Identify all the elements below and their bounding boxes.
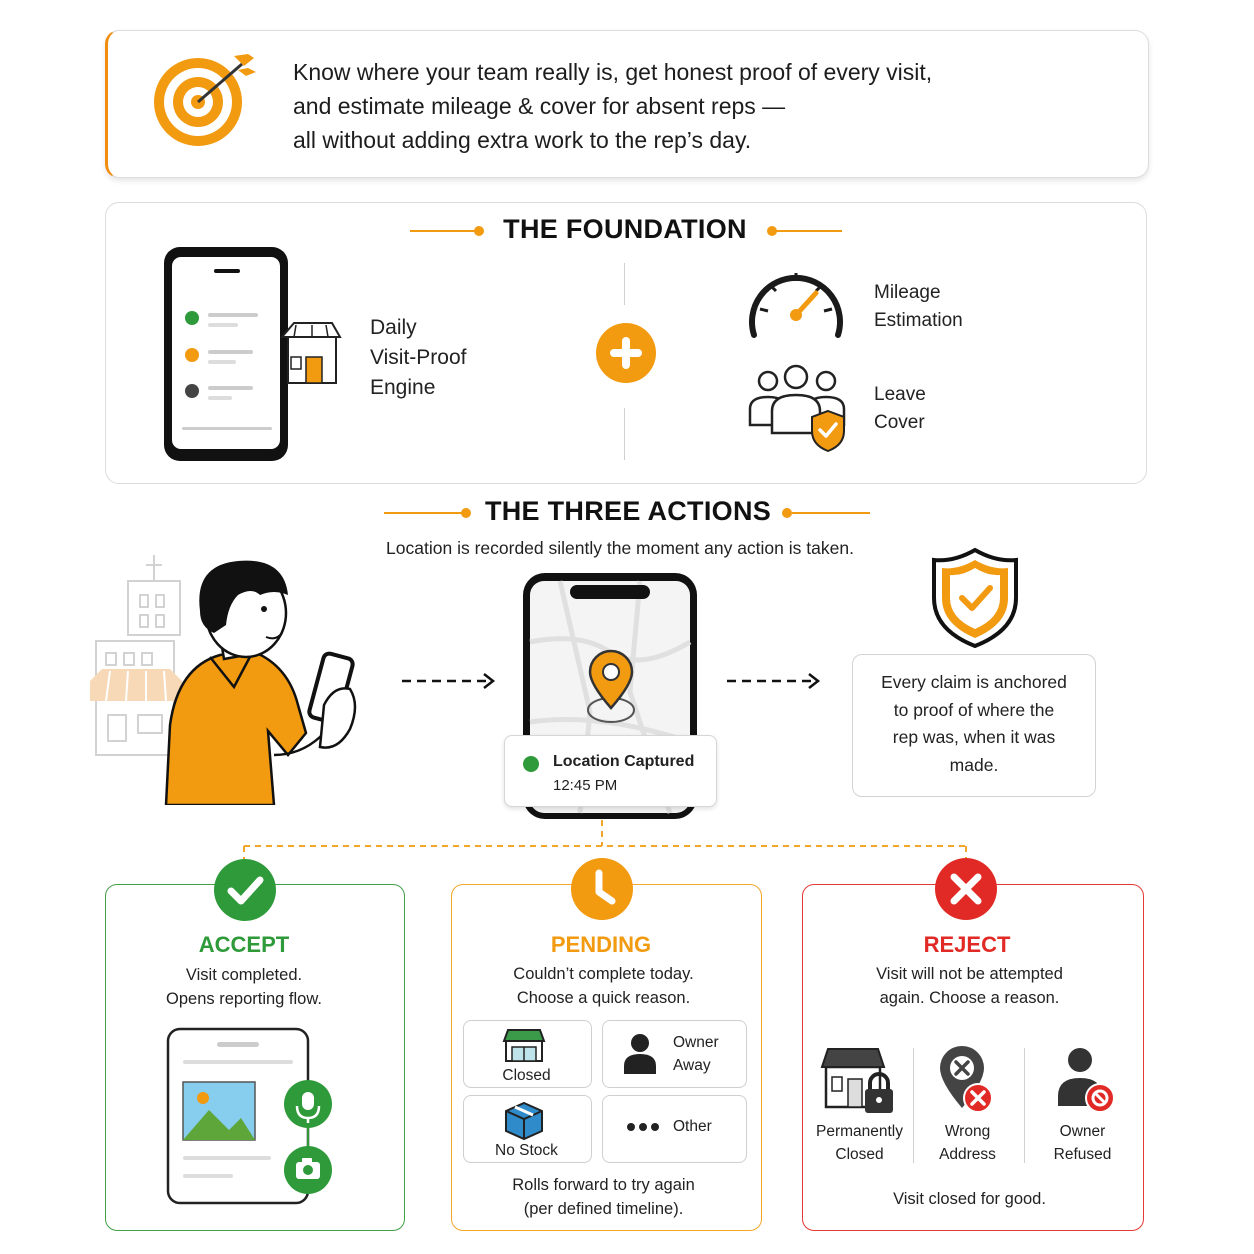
flow-arrow [402, 673, 496, 689]
claim-line: made. [949, 754, 999, 775]
owner-away-line: Away [673, 1057, 711, 1074]
person-icon [624, 1034, 656, 1074]
wrong-address-line: Wrong [944, 1123, 991, 1140]
engine-label-line: Engine [370, 376, 436, 399]
owner-away-line: Owner [673, 1034, 719, 1051]
team-shield-icon [748, 364, 846, 453]
reject-footer: Visit closed for good. [893, 1190, 1046, 1208]
claim-line: Every claim is anchored [881, 672, 1067, 692]
reject-title: REJECT [923, 932, 1011, 957]
clock-icon [571, 858, 633, 920]
x-circle-icon [935, 858, 997, 920]
title-line-left [410, 226, 484, 236]
accept-desc-line: Opens reporting flow. [166, 990, 322, 1008]
reason-no-stock-label: No Stock [495, 1142, 558, 1159]
pending-footer-line: (per defined timeline). [523, 1200, 684, 1218]
accept-desc-line: Visit completed. [185, 966, 303, 984]
engine-label: Daily Visit-Proof Engine [370, 313, 466, 403]
phone-list-icon [164, 247, 342, 461]
mileage-label: Mileage Estimation [874, 279, 963, 335]
closed-store-icon [502, 1029, 546, 1062]
owner-refused-icon [1058, 1048, 1115, 1113]
pending-desc-line: Couldn’t complete today. [513, 965, 694, 983]
hero-text: Know where your team really is, get hone… [293, 55, 1093, 157]
foundation-title: THE FOUNDATION [503, 214, 747, 244]
plus-icon [596, 323, 656, 383]
title-line-left [384, 508, 471, 518]
leave-label-line: Cover [874, 412, 925, 433]
pending-title: PENDING [550, 932, 652, 957]
location-label: Location Captured [553, 753, 695, 770]
claim-card [852, 654, 1096, 797]
reason-closed-label: Closed [502, 1067, 551, 1084]
more-icon [627, 1123, 659, 1131]
pending-footer: Rolls forward to try again (per defined … [451, 1173, 756, 1221]
check-circle-icon [214, 859, 276, 921]
actions-subtitle: Location is recorded silently the moment… [386, 538, 854, 558]
reason-wrong-address-label: Wrong Address [920, 1120, 1015, 1166]
flow-arrow [727, 673, 821, 689]
location-captured-card: Location Captured 12:45 PM [504, 735, 717, 807]
hero-line-1: Know where your team really is, get hone… [293, 59, 933, 85]
reason-owner-away-label: Owner Away [673, 1031, 719, 1077]
hero-banner [105, 30, 1149, 178]
perm-closed-line: Closed [835, 1146, 884, 1163]
pending-desc-line: Choose a quick reason. [516, 989, 691, 1007]
title-line-right [767, 226, 842, 236]
status-dot [523, 756, 539, 772]
divider-top [624, 263, 625, 305]
target-icon [154, 54, 256, 146]
accept-desc: Visit completed. Opens reporting flow. [105, 963, 383, 1011]
rep-with-phone-illustration [90, 555, 357, 805]
shield-check-icon [932, 547, 1018, 649]
wrong-address-line: Address [939, 1146, 996, 1163]
claim-line: rep was, when it was [892, 727, 1056, 747]
hero-line-2: and estimate mileage & cover for absent … [293, 93, 786, 119]
locked-store-icon [820, 1048, 893, 1113]
wrong-address-icon [940, 1046, 993, 1113]
branch-connector [243, 820, 967, 868]
accept-title: ACCEPT [198, 932, 290, 957]
owner-refused-line: Owner [1059, 1123, 1106, 1140]
reason-perm-closed-label: Permanently Closed [812, 1120, 907, 1166]
reject-desc: Visit will not be attempted again. Choos… [802, 962, 1137, 1010]
owner-refused-line: Refused [1053, 1146, 1112, 1163]
hero-line-3: all without adding extra work to the rep… [293, 127, 752, 153]
perm-closed-line: Permanently [815, 1123, 903, 1140]
actions-title: THE THREE ACTIONS [484, 496, 772, 526]
divider-bottom [624, 408, 625, 460]
pending-desc: Couldn’t complete today. Choose a quick … [451, 962, 756, 1010]
mileage-label-line: Mileage [874, 282, 941, 303]
location-time: 12:45 PM [553, 777, 618, 794]
reason-divider [913, 1048, 914, 1163]
reason-owner-refused-label: Owner Refused [1035, 1120, 1130, 1166]
reject-desc-line: again. Choose a reason. [879, 989, 1060, 1007]
leave-label: Leave Cover [874, 381, 926, 437]
reason-other-label: Other [673, 1118, 712, 1135]
speedometer-icon [749, 273, 843, 338]
leave-label-line: Leave [874, 384, 926, 405]
claim-text: Every claim is anchored to proof of wher… [852, 669, 1096, 779]
box-icon [505, 1101, 543, 1141]
report-form-icon [166, 1027, 332, 1205]
claim-line: to proof of where the [893, 699, 1055, 720]
pending-footer-line: Rolls forward to try again [512, 1176, 695, 1194]
reason-other-chip[interactable] [602, 1095, 747, 1163]
title-line-right [782, 508, 870, 518]
engine-label-line: Daily [370, 316, 417, 339]
mileage-label-line: Estimation [874, 310, 963, 331]
engine-label-line: Visit-Proof [370, 346, 467, 369]
reason-divider [1024, 1048, 1025, 1163]
reject-desc-line: Visit will not be attempted [876, 965, 1063, 983]
reason-owner-away-chip[interactable] [602, 1020, 747, 1088]
